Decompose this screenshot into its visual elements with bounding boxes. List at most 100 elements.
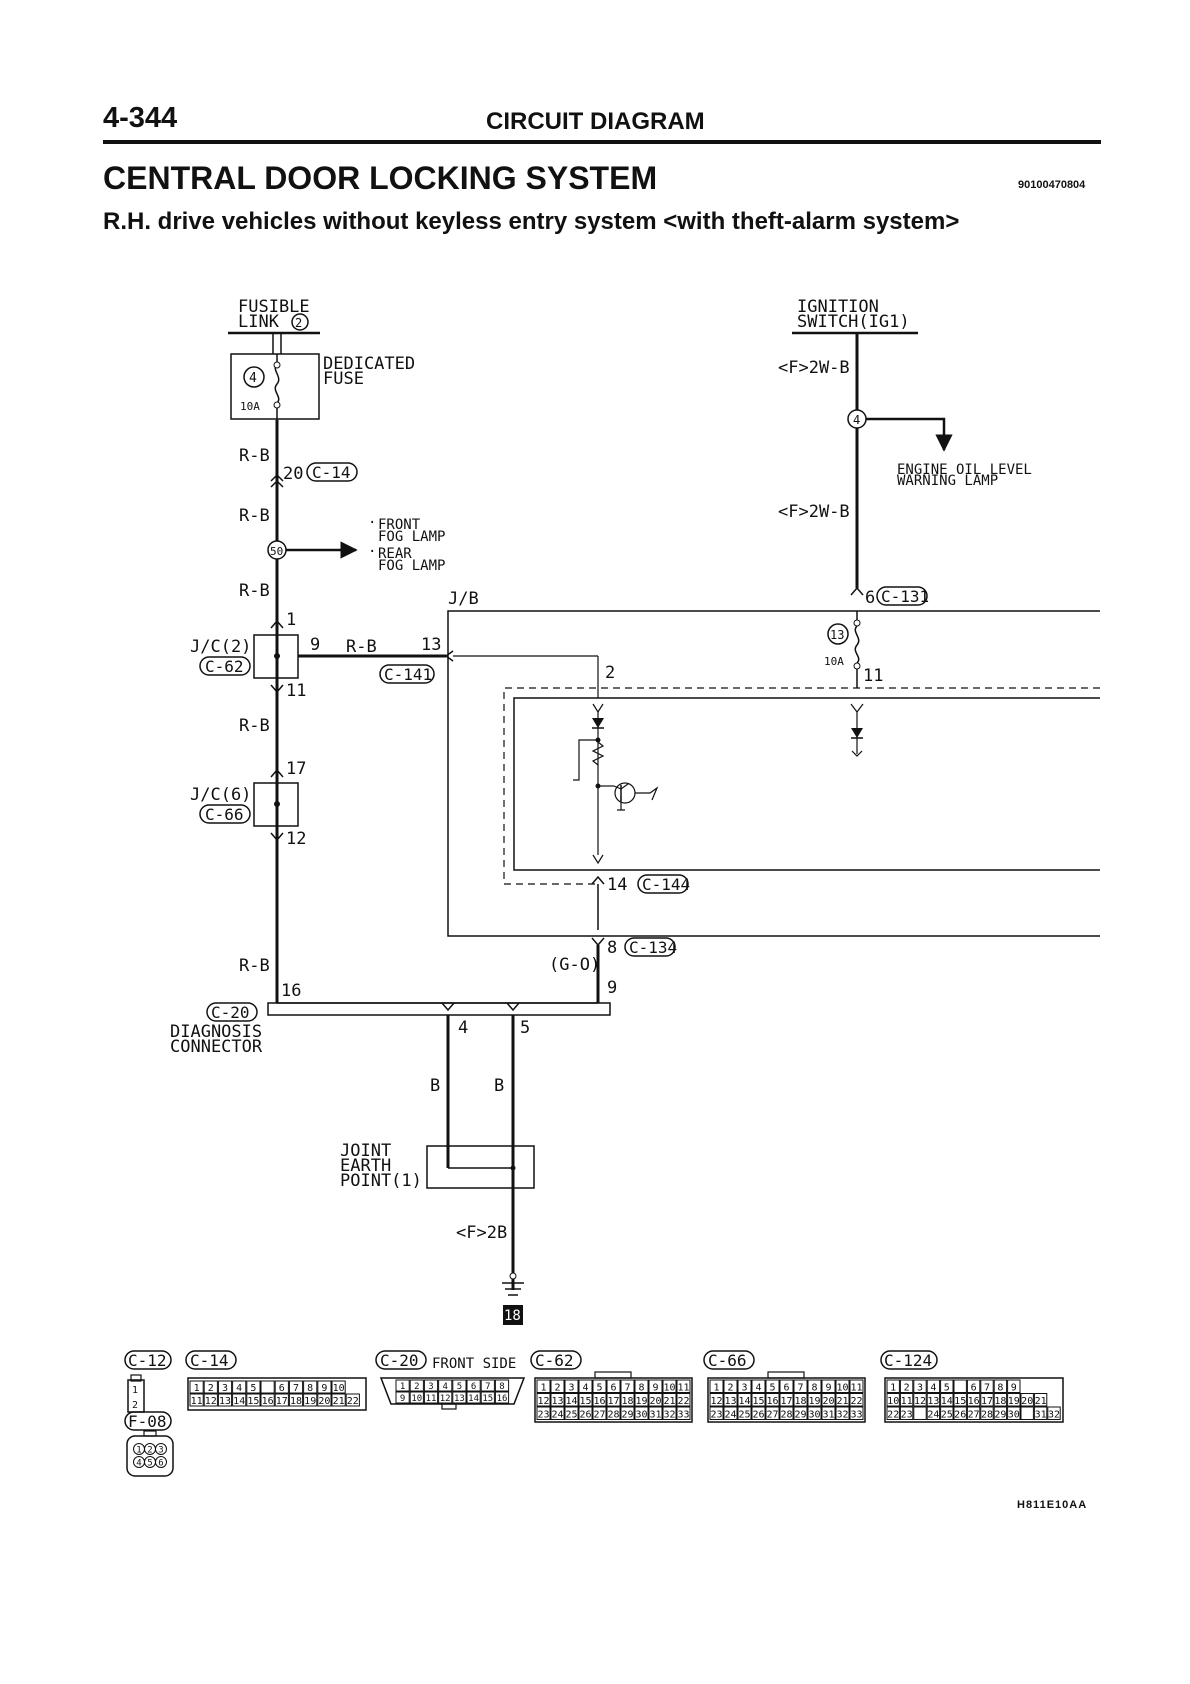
c66-cell xyxy=(751,1379,766,1393)
c66-pin: 2 xyxy=(727,1383,733,1394)
c124-pin: 23 xyxy=(901,1410,913,1421)
jc6-pin-12: 12 xyxy=(286,829,306,849)
c14-cell xyxy=(217,1380,233,1394)
f08-pin: 3 xyxy=(158,1446,163,1456)
c14-cell xyxy=(189,1393,204,1407)
c66-pin: 30 xyxy=(808,1410,820,1421)
c124-pin: 29 xyxy=(994,1410,1006,1421)
dedicated-fuse-label-2: FUSE xyxy=(323,369,364,389)
c62-pin: 1 xyxy=(540,1383,546,1394)
c20-pin: 8 xyxy=(499,1382,504,1392)
c124-pin: 27 xyxy=(968,1410,980,1421)
c20-cell xyxy=(452,1379,467,1392)
c124-pin: 24 xyxy=(927,1410,939,1421)
c62-pin: 31 xyxy=(649,1410,661,1421)
c62-cell xyxy=(648,1406,663,1420)
c66-cell xyxy=(835,1406,850,1420)
c14-pin: 10 xyxy=(333,1383,345,1394)
c66-cell xyxy=(821,1406,836,1420)
c12-pin: 1 xyxy=(132,1385,138,1396)
c14-cell xyxy=(189,1380,204,1394)
c124-pin: 3 xyxy=(917,1383,923,1394)
c62-pin: 7 xyxy=(624,1383,630,1394)
pin-14: 14 xyxy=(607,875,627,895)
c14-cell xyxy=(203,1380,218,1394)
joint-earth-point: JOINT EARTH POINT(1) <F>2B xyxy=(340,1141,535,1243)
c66-cell xyxy=(709,1393,724,1407)
c124-cell xyxy=(966,1379,981,1393)
c66-cell xyxy=(849,1379,864,1393)
c66-cell xyxy=(779,1393,794,1407)
c62-pin: 14 xyxy=(565,1396,577,1407)
c20-pin: 6 xyxy=(471,1382,476,1392)
c14-pin: 4 xyxy=(236,1383,242,1394)
c124-pin: 25 xyxy=(941,1410,953,1421)
c66-cell xyxy=(723,1393,738,1407)
c66-cell xyxy=(849,1406,864,1420)
face-label-f08: F-08 xyxy=(128,1412,167,1431)
c14-cell xyxy=(317,1380,332,1394)
c66-pin: 31 xyxy=(822,1410,834,1421)
c124-cell xyxy=(966,1393,981,1407)
c66-cell xyxy=(821,1379,836,1393)
c20-cell xyxy=(452,1391,467,1404)
f08-pin: 5 xyxy=(147,1459,152,1469)
c14-pin: 14 xyxy=(233,1396,245,1407)
c20-cell xyxy=(423,1379,439,1392)
c66-pin: 33 xyxy=(850,1410,862,1421)
face-note-front-side: FRONT SIDE xyxy=(432,1356,516,1372)
c20-cell xyxy=(409,1391,424,1404)
c62-cell xyxy=(662,1379,677,1393)
c66-cell xyxy=(807,1379,822,1393)
connector-c14-inline: 20 C-14 xyxy=(270,462,358,488)
c20-cell xyxy=(395,1379,410,1392)
c20-pin: 3 xyxy=(428,1382,433,1392)
header-rule xyxy=(103,140,1101,144)
c14-pin: 12 xyxy=(205,1396,217,1407)
wire-label-2b: <F>2B xyxy=(456,1223,507,1243)
conn-c144-label: C-144 xyxy=(642,875,690,894)
c62-pin: 22 xyxy=(677,1396,689,1407)
c124-pin: 6 xyxy=(971,1383,977,1394)
wire-label-2wb-2: <F>2W-B xyxy=(778,502,850,522)
c62-cell xyxy=(536,1379,551,1393)
c62-pin: 30 xyxy=(635,1410,647,1421)
c62-pin: 20 xyxy=(649,1396,661,1407)
c14-cell xyxy=(288,1393,304,1407)
connector-faces: C-12 C-14 C-20 FRONT SIDE C-62 C-66 C-12… xyxy=(124,1350,1064,1477)
f08-pin: 6 xyxy=(158,1459,163,1469)
c124-pin: 31 xyxy=(1035,1410,1047,1421)
c62-pin: 3 xyxy=(568,1383,574,1394)
c66-pin: 7 xyxy=(797,1383,803,1394)
fuse-rating-10a: 10A xyxy=(240,400,260,413)
c124-cell xyxy=(913,1379,927,1393)
c124-cell xyxy=(1033,1393,1048,1407)
ignition-switch-label: IGNITION xyxy=(797,297,879,317)
pin-8: 8 xyxy=(607,938,617,958)
front-fog-lamp-label: FRONT xyxy=(378,517,421,533)
c124-cell xyxy=(953,1406,967,1420)
c66-cell xyxy=(765,1393,780,1407)
c14-pin: 17 xyxy=(276,1396,288,1407)
wire-label-rb-2: R-B xyxy=(239,506,270,526)
c62-cell xyxy=(634,1406,649,1420)
c124-pin: 20 xyxy=(1021,1396,1033,1407)
front-fog-lamp-label-2: FOG LAMP xyxy=(378,529,445,545)
c14-cell xyxy=(260,1393,275,1407)
c20-cell xyxy=(395,1391,410,1404)
c62-cell xyxy=(634,1379,649,1393)
c62-cell xyxy=(606,1406,621,1420)
c124-cell xyxy=(926,1393,941,1407)
c124-cell xyxy=(899,1393,914,1407)
c66-pin: 8 xyxy=(811,1383,817,1394)
diagnosis-connector: 16 C-20 DIAGNOSIS CONNECTOR 4 5 xyxy=(170,981,611,1057)
connector-c134: 8 C-134 (G-O) 9 xyxy=(549,937,677,1003)
connector-c131: 6 C-131 xyxy=(850,586,929,608)
c62-cell xyxy=(606,1379,621,1393)
c62-cell xyxy=(564,1406,579,1420)
c124-pin: 26 xyxy=(954,1410,966,1421)
c124-pin: 32 xyxy=(1048,1410,1060,1421)
c20-pin: 4 xyxy=(442,1382,447,1392)
c62-pin: 4 xyxy=(582,1383,588,1394)
c124-cell xyxy=(886,1406,900,1420)
